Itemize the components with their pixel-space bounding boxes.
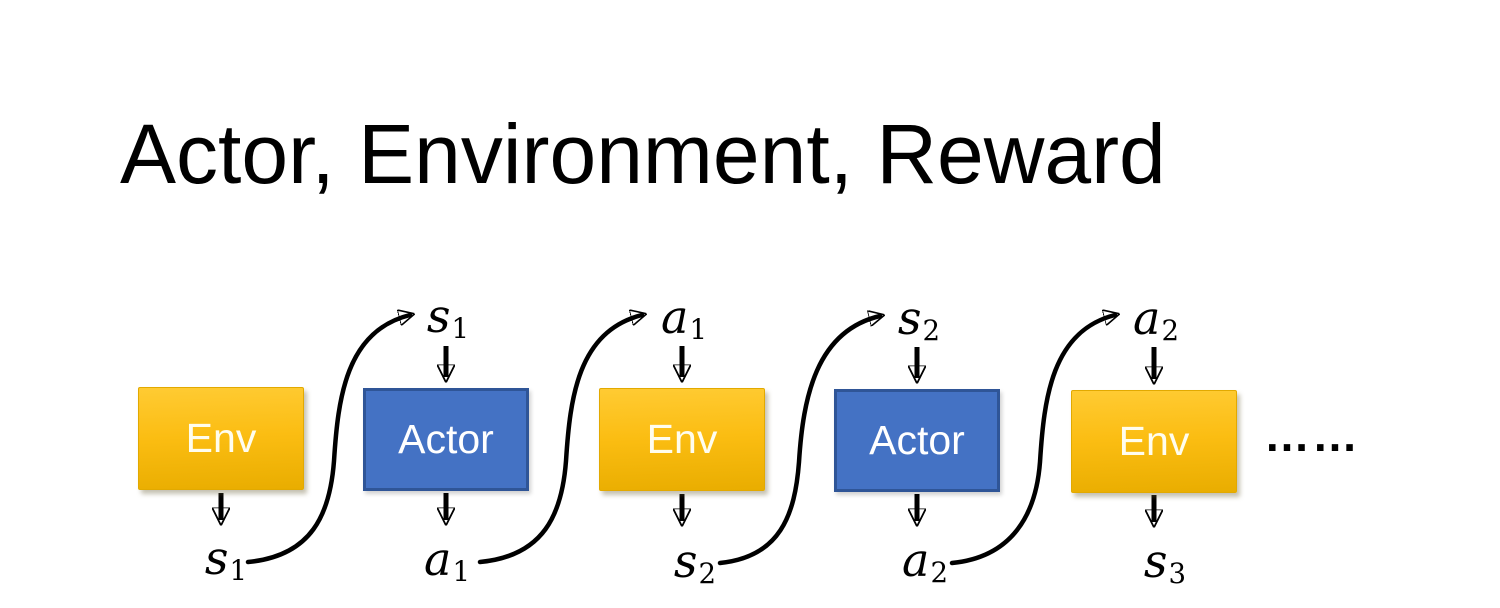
label-s2-bottom: s2	[674, 538, 716, 588]
label-s3-bottom-sub: 3	[1168, 557, 1187, 591]
label-s2-top-sub: 2	[922, 314, 941, 348]
label-s1-top-sub: 1	[451, 312, 470, 346]
label-a1-top-sub: 1	[689, 313, 707, 347]
env-box-2-label: Env	[646, 416, 718, 462]
env-box-1: Env	[138, 387, 304, 490]
label-s2-top-base: s	[897, 291, 922, 346]
env-box-3: Env	[1071, 390, 1237, 493]
label-a2-top: a2	[1133, 295, 1179, 345]
label-a1-bottom-sub: 1	[452, 555, 470, 589]
label-a2-bottom: a2	[902, 537, 948, 587]
continuation-ellipsis: ……	[1264, 409, 1360, 461]
label-s3-bottom: s3	[1144, 538, 1186, 588]
label-s1-bottom-base: s	[204, 531, 229, 586]
label-s1-bottom: s1	[205, 535, 247, 585]
env-box-3-label: Env	[1118, 418, 1190, 464]
actor-box-2-label: Actor	[869, 417, 965, 463]
label-a1-top: a1	[661, 294, 707, 344]
actor-box-1: Actor	[363, 388, 529, 491]
label-a1-bottom: a1	[424, 536, 470, 586]
label-a1-top-base: a	[661, 290, 689, 345]
label-s2-bottom-base: s	[673, 534, 698, 589]
label-s1-top-base: s	[426, 289, 451, 344]
env-box-2: Env	[599, 388, 765, 491]
label-s3-bottom-base: s	[1143, 534, 1168, 589]
label-s2-top: s2	[898, 295, 940, 345]
actor-box-1-label: Actor	[398, 416, 494, 462]
page-title: Actor, Environment, Reward	[120, 107, 1166, 201]
label-s2-bottom-sub: 2	[698, 557, 717, 591]
label-a2-bottom-sub: 2	[930, 556, 948, 590]
label-s1-bottom-sub: 1	[229, 554, 248, 588]
actor-box-2: Actor	[834, 389, 1000, 492]
label-a1-bottom-base: a	[424, 532, 452, 587]
label-a2-bottom-base: a	[902, 533, 930, 588]
label-a2-top-base: a	[1133, 291, 1161, 346]
label-a2-top-sub: 2	[1161, 314, 1179, 348]
env-box-1-label: Env	[185, 415, 257, 461]
label-s1-top: s1	[427, 293, 469, 343]
